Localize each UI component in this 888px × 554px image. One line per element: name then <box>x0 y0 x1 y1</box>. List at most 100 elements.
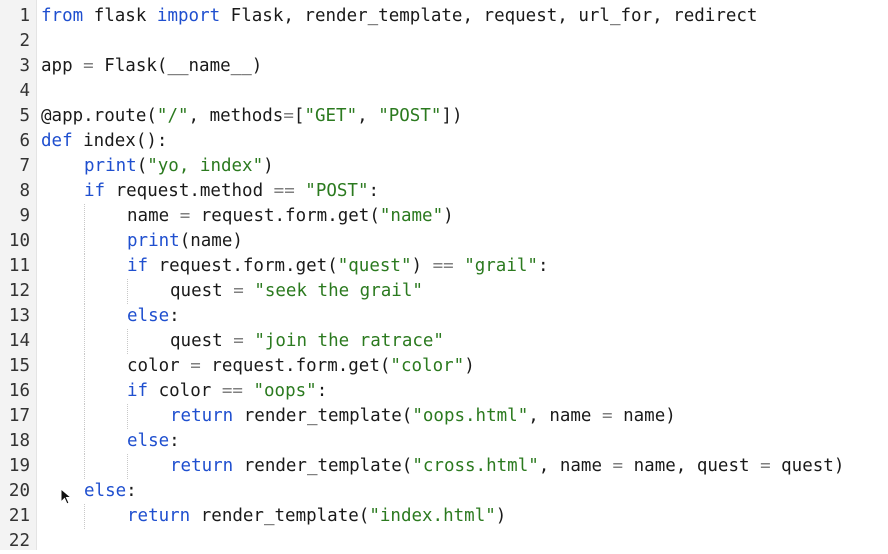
code-token: (name) <box>179 231 243 251</box>
code-token: , name <box>538 456 613 476</box>
code-token: : <box>169 431 180 451</box>
code-token: : <box>537 256 549 276</box>
code-text: print("yo, index") <box>84 154 274 179</box>
line-number: 7 <box>19 156 30 176</box>
indent-guide <box>84 279 85 304</box>
code-token: render_template( <box>190 506 370 526</box>
code-line[interactable]: 2 <box>0 29 888 54</box>
code-token: quest <box>170 281 234 301</box>
string-token: "grail" <box>464 256 538 276</box>
code-token: : <box>368 181 380 201</box>
operator-token: = <box>612 456 624 476</box>
line-number: 5 <box>19 106 30 126</box>
keyword-token: import <box>156 6 221 26</box>
indent-guide <box>84 304 85 329</box>
code-line[interactable]: 7 print("yo, index") <box>0 154 888 179</box>
code-line[interactable]: 20 else: <box>0 479 888 504</box>
keyword-token: return <box>170 456 234 476</box>
code-line[interactable]: 4 <box>0 79 888 104</box>
code-token: color <box>148 381 222 401</box>
code-line[interactable]: 12 quest = "seek the grail" <box>0 279 888 304</box>
indent-guide <box>84 329 85 354</box>
operator-token: == <box>221 381 243 401</box>
string-token: "/" <box>156 106 189 126</box>
code-text: else: <box>127 429 180 454</box>
string-token: "color" <box>390 356 465 376</box>
line-number: 21 <box>8 506 30 526</box>
mouse-pointer-icon <box>60 488 73 505</box>
code-text: color = request.form.get("color") <box>127 354 475 379</box>
code-token: render_template( <box>233 406 413 426</box>
code-token: Flask, render_template, request, url_for… <box>220 6 758 26</box>
code-line[interactable]: 14 quest = "join the ratrace" <box>0 329 888 354</box>
keyword-token: else <box>84 481 127 501</box>
line-number: 19 <box>8 456 30 476</box>
indent-guide <box>84 404 85 429</box>
keyword-token: if <box>127 256 149 276</box>
string-token: "yo, index" <box>147 156 264 176</box>
code-token: : <box>126 481 137 501</box>
line-number: 2 <box>19 31 30 51</box>
code-token: [ <box>293 106 305 126</box>
keyword-token: return <box>170 406 234 426</box>
code-text: quest = "join the ratrace" <box>170 329 444 354</box>
code-token: name <box>127 206 180 226</box>
line-number: 14 <box>8 331 30 351</box>
code-text: return render_template("index.html") <box>127 504 506 529</box>
operator-token: = <box>233 331 244 351</box>
code-token: ( <box>136 156 148 176</box>
code-text: name = request.form.get("name") <box>127 204 454 229</box>
code-line[interactable]: 21 return render_template("index.html") <box>0 504 888 529</box>
string-token: "POST" <box>305 181 369 201</box>
indent-guide <box>84 504 85 529</box>
line-number: 4 <box>19 81 30 101</box>
line-number: 12 <box>8 281 30 301</box>
code-token: name, quest <box>623 456 761 476</box>
operator-token: = <box>190 356 201 376</box>
builtin-token: print <box>84 156 137 176</box>
line-number: 6 <box>19 131 30 151</box>
code-text: print(name) <box>127 229 243 254</box>
code-token: app <box>41 56 84 76</box>
line-number: 13 <box>8 306 30 326</box>
keyword-token: else <box>127 306 170 326</box>
code-text: quest = "seek the grail" <box>170 279 423 304</box>
code-token: quest <box>170 331 234 351</box>
operator-token: = <box>283 106 294 126</box>
code-token <box>243 381 254 401</box>
builtin-token: print <box>127 231 180 251</box>
code-token: ) <box>495 506 507 526</box>
code-token: ]) <box>441 106 463 126</box>
code-text: from flask import Flask, render_template… <box>41 4 757 29</box>
code-token <box>244 281 255 301</box>
indent-guide <box>84 454 85 479</box>
code-token: @app.route( <box>41 106 157 126</box>
line-number: 20 <box>8 481 30 501</box>
line-number-gutter <box>0 0 37 550</box>
code-token: , name <box>528 406 603 426</box>
keyword-token: if <box>127 381 149 401</box>
indent-guide <box>84 429 85 454</box>
string-token: "seek the grail" <box>254 281 423 301</box>
indent-guide <box>84 379 85 404</box>
code-token: request.method <box>105 181 274 201</box>
code-line[interactable]: 5@app.route("/", methods=["GET", "POST"]… <box>0 104 888 129</box>
code-line[interactable]: 22 <box>0 529 888 554</box>
operator-token: = <box>83 56 94 76</box>
string-token: "cross.html" <box>412 456 539 476</box>
